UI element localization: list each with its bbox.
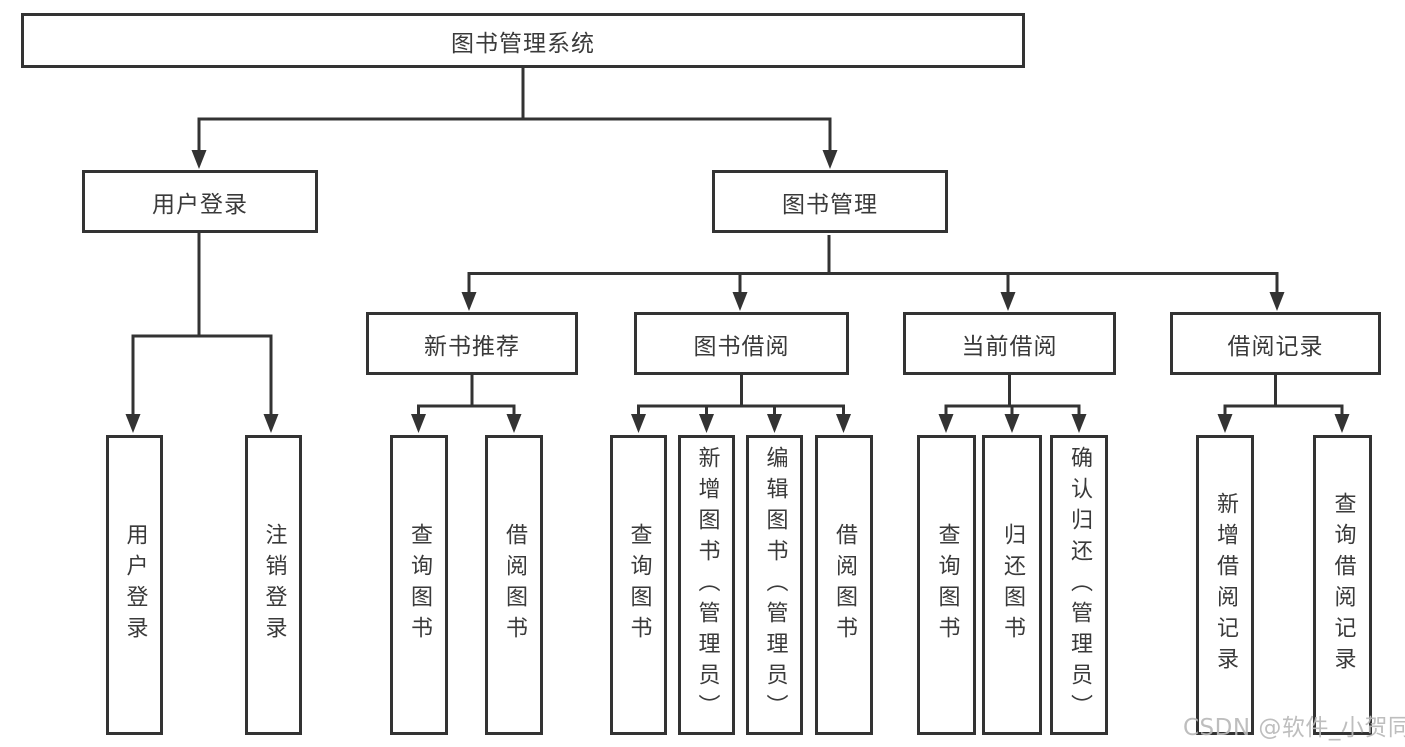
node-user-login: 用户登录: [82, 170, 318, 233]
node-system-root: 图书管理系统: [21, 13, 1025, 68]
leaf-query-books-current: 查询图书: [917, 435, 976, 735]
node-borrowing-records: 借阅记录: [1170, 312, 1381, 375]
leaf-query-borrow-record: 查询借阅记录: [1313, 435, 1372, 735]
leaf-borrow-books-recommend: 借阅图书: [485, 435, 543, 735]
leaf-query-books-borrowing: 查询图书: [610, 435, 667, 735]
node-book-borrowing: 图书借阅: [634, 312, 849, 375]
leaf-logout: 注销登录: [245, 435, 302, 735]
leaf-query-books-recommend: 查询图书: [390, 435, 448, 735]
leaf-borrow-books-borrowing: 借阅图书: [815, 435, 873, 735]
node-book-management: 图书管理: [712, 170, 948, 233]
leaf-user-login: 用户登录: [106, 435, 163, 735]
node-new-book-recommend: 新书推荐: [366, 312, 578, 375]
leaf-return-books: 归还图书: [982, 435, 1042, 735]
leaf-add-book-admin: 新增图书（管理员）: [678, 435, 735, 735]
leaf-confirm-return-admin: 确认归还（管理员）: [1050, 435, 1108, 735]
node-current-borrowing: 当前借阅: [903, 312, 1116, 375]
leaf-add-borrow-record: 新增借阅记录: [1196, 435, 1254, 735]
watermark-text: CSDN @软件_小贺同学: [1183, 715, 1405, 741]
leaf-edit-book-admin: 编辑图书（管理员）: [746, 435, 803, 735]
arrowheads: [125, 150, 1350, 433]
